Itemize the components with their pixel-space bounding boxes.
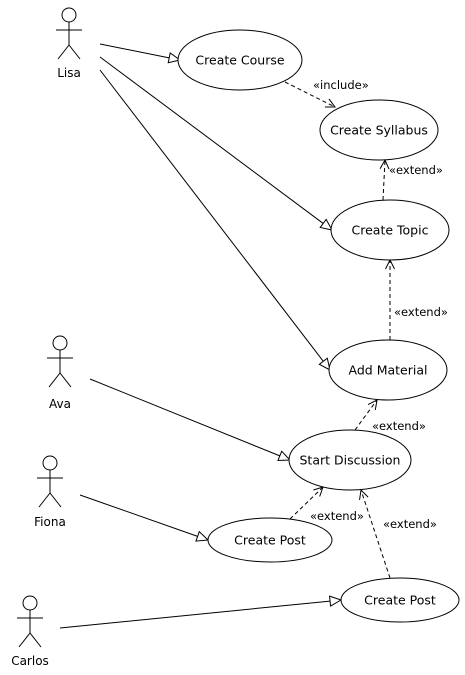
association-arrowhead bbox=[318, 357, 331, 371]
association-arrowhead bbox=[195, 530, 210, 542]
actor-label: Carlos bbox=[11, 654, 49, 668]
use-case-start-discussion[interactable]: Start Discussion bbox=[288, 429, 412, 491]
dependency-create-post-b-to-start-discussion bbox=[360, 489, 391, 579]
use-case-label: Create Course bbox=[195, 53, 284, 68]
stereotype-label: «include» bbox=[313, 78, 369, 92]
dependency-create-topic-to-create-syllabus bbox=[382, 159, 386, 201]
use-case-ellipse bbox=[340, 577, 460, 623]
dependency-arrowhead bbox=[324, 98, 336, 108]
use-case-add-material[interactable]: Add Material bbox=[328, 339, 448, 401]
dependency-arrowhead bbox=[359, 488, 369, 501]
association-lisa-to-create-topic bbox=[99, 56, 324, 224]
actor-ava[interactable]: Ava bbox=[47, 335, 73, 411]
stereotype-label: «extend» bbox=[310, 509, 364, 523]
use-case-ellipse bbox=[177, 29, 303, 91]
use-case-ellipse bbox=[207, 517, 333, 563]
connections-layer bbox=[59, 43, 395, 629]
dependency-create-post-a-to-start-discussion bbox=[289, 486, 324, 520]
stick-figure-icon bbox=[17, 595, 43, 648]
stereotype-label: «extend» bbox=[389, 163, 443, 177]
use-case-create-topic[interactable]: Create Topic bbox=[330, 199, 450, 261]
association-ava-to-start-discussion bbox=[89, 378, 280, 457]
stick-figure-icon bbox=[47, 335, 73, 388]
actor-label: Lisa bbox=[57, 66, 81, 80]
actor-carlos[interactable]: Carlos bbox=[11, 595, 49, 668]
association-lisa-to-add-material bbox=[99, 69, 324, 362]
use-case-label: Add Material bbox=[349, 363, 428, 378]
dependency-create-course-to-create-syllabus bbox=[284, 81, 336, 108]
use-case-create-post-b[interactable]: Create Post bbox=[340, 577, 460, 623]
actor-lisa[interactable]: Lisa bbox=[56, 7, 82, 80]
use-case-create-post-a[interactable]: Create Post bbox=[207, 517, 333, 563]
actor-label: Ava bbox=[49, 397, 71, 411]
use-case-create-course[interactable]: Create Course bbox=[177, 29, 303, 91]
use-case-ellipse bbox=[319, 99, 439, 161]
stereotype-labels-layer: «include» «extend» «extend» «extend» «extend… bbox=[310, 78, 448, 531]
use-case-label: Create Post bbox=[234, 533, 306, 548]
association-arrowhead bbox=[328, 595, 343, 607]
use-case-ellipse bbox=[328, 339, 448, 401]
stick-figure-icon bbox=[56, 7, 82, 60]
use-case-create-syllabus[interactable]: Create Syllabus bbox=[319, 99, 439, 161]
use-case-label: Create Topic bbox=[352, 223, 429, 238]
use-case-label: Create Post bbox=[364, 593, 436, 608]
stereotype-label: «extend» bbox=[372, 419, 426, 433]
use-case-ellipse bbox=[330, 199, 450, 261]
actor-fiona[interactable]: Fiona bbox=[34, 455, 66, 529]
dependency-start-discussion-to-add-material bbox=[354, 399, 378, 431]
association-fiona-to-create-post-a bbox=[79, 494, 198, 537]
stereotype-label: «extend» bbox=[394, 305, 448, 319]
use-case-ellipse bbox=[288, 429, 412, 491]
use-case-label: Create Syllabus bbox=[330, 123, 428, 138]
association-lisa-to-create-course bbox=[99, 43, 170, 59]
use-case-label: Start Discussion bbox=[300, 453, 401, 468]
actor-label: Fiona bbox=[34, 515, 66, 529]
association-carlos-to-create-post-b bbox=[59, 600, 331, 629]
stereotype-label: «extend» bbox=[383, 517, 437, 531]
association-arrowhead bbox=[319, 218, 333, 231]
stick-figure-icon bbox=[37, 455, 63, 508]
